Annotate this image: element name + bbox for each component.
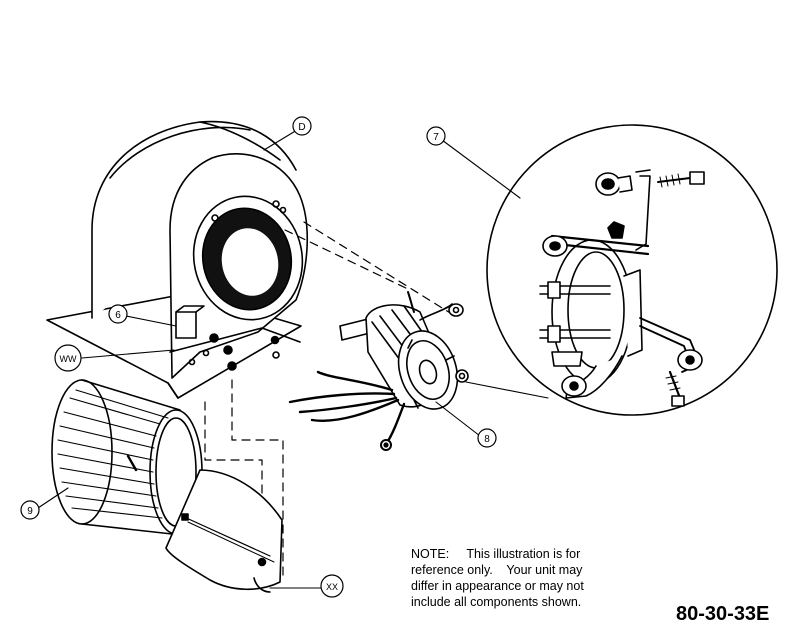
callout-ww: WW — [54, 344, 82, 372]
callout-7: 7 — [426, 126, 446, 146]
callout-9-label: 9 — [27, 506, 33, 517]
figure-id: 80-30-33E — [676, 603, 770, 625]
note-line-3: differ in appearance or may not — [411, 579, 584, 593]
callout-xx-label: XX — [326, 582, 338, 592]
cutoff-plate — [165, 469, 283, 593]
blower-wheel — [51, 379, 203, 535]
note-line-1: NOTE: This illustration is for — [411, 547, 581, 561]
callout-6: 6 — [108, 304, 128, 324]
callout-d-label: D — [298, 122, 305, 133]
callout-d: D — [292, 116, 312, 136]
note-line-4: include all components shown. — [411, 595, 582, 609]
callout-6-label: 6 — [115, 310, 121, 321]
blower-housing — [46, 120, 308, 399]
callout-7-label: 7 — [433, 132, 439, 143]
callout-9: 9 — [20, 500, 40, 520]
motor-mount-detail — [486, 124, 778, 416]
callout-8-label: 8 — [484, 434, 490, 445]
callout-8: 8 — [477, 428, 497, 448]
leader-lines — [37, 129, 549, 589]
callout-ww-label: WW — [60, 354, 77, 364]
note-line-2: reference only. Your unit may — [411, 563, 583, 577]
blower-motor — [288, 291, 469, 451]
disclaimer-note: NOTE: This illustration is for reference… — [411, 546, 626, 610]
callout-xx: XX — [320, 574, 344, 598]
